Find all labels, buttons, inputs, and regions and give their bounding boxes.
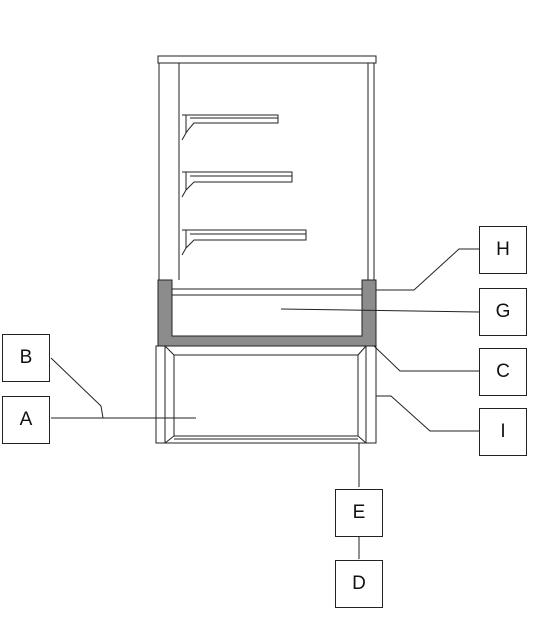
drip-tray-channel [158, 280, 376, 346]
label-e: E [335, 489, 383, 537]
label-i: I [479, 408, 527, 456]
leader-b [51, 358, 103, 418]
base-compartment-inner [174, 355, 358, 436]
label-h: H [479, 226, 527, 274]
base-bevel-tl [165, 346, 174, 355]
label-c: C [479, 348, 527, 396]
label-b: B [2, 334, 50, 382]
leader-g [281, 309, 479, 312]
shelf-1 [182, 115, 278, 140]
base-bevel-tr [358, 346, 366, 355]
shelf-3 [182, 230, 306, 255]
base-bevel-bl [165, 436, 174, 443]
label-g: G [479, 288, 527, 336]
leader-c [374, 346, 479, 371]
label-a: A [2, 396, 50, 444]
leader-i [376, 396, 479, 431]
cabinet-top-cap [158, 56, 376, 63]
base-bevel-br [358, 436, 366, 443]
base-compartment-outer [156, 346, 376, 443]
label-d: D [335, 560, 383, 608]
shelf-2 [182, 172, 292, 197]
leader-h [376, 249, 479, 290]
